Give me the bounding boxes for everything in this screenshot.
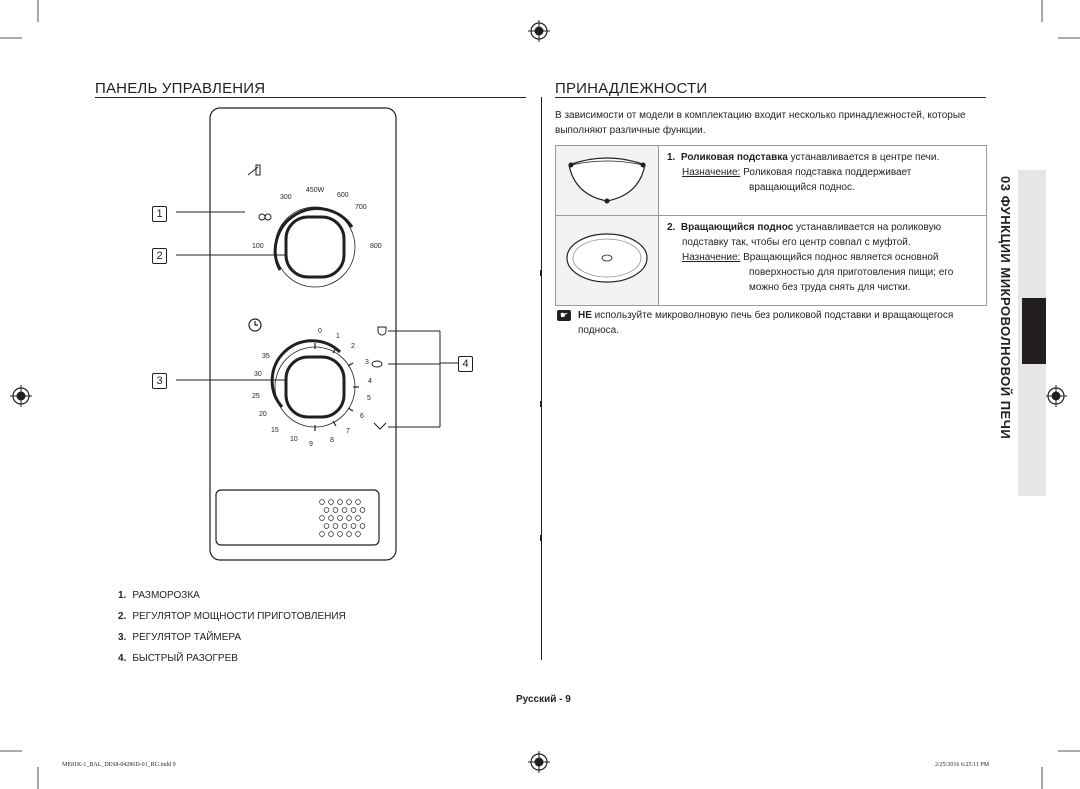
callout-4-bracket [388,330,458,428]
callout-2: 2 [152,248,167,264]
power-label: 600 [337,192,349,199]
grille-hole [337,515,343,521]
table-row: 2. Вращающийся поднос устанавливается на… [555,215,987,306]
timer-dial [270,339,359,431]
grille-hole [328,531,334,537]
timer-label: 3 [365,359,369,366]
note-text: НЕ используйте микроволновую печь без ро… [578,310,954,336]
heading-rule [95,97,526,98]
defrost-icon [258,213,272,221]
grille-hole [323,523,330,529]
roller-ring-image [555,145,659,216]
timer-label: 5 [367,395,371,402]
hand-pointer-icon: ☛ [557,310,571,321]
print-date: 2/25/2016 6:25:11 PM [935,762,990,768]
table-row: 1. Роликовая подставка устанавливается в… [555,145,987,216]
grille-hole [355,531,361,537]
grille-hole [346,515,352,521]
timer-label: 25 [252,393,260,400]
legend-list: 1.РАЗМОРОЗКА 2.РЕГУЛЯТОР МОЩНОСТИ ПРИГОТ… [118,590,346,674]
side-tab-marker [1022,298,1046,364]
control-panel-illustration [176,107,458,561]
power-label: 300 [280,194,292,201]
grille-hole [341,507,348,513]
clock-icon [248,318,262,332]
divider-marker [540,270,542,276]
legend-item: 3.РЕГУЛЯТОР ТАЙМЕРА [118,632,242,643]
legend-item: 1.РАЗМОРОЗКА [118,590,200,601]
timer-label: 7 [346,428,350,435]
timer-label: 20 [259,411,267,418]
grille-hole [350,507,357,513]
grille-hole [346,499,352,505]
item-description: 2. Вращающийся поднос устанавливается на… [658,215,987,306]
side-tab-chapter: 03 ФУНКЦИИ МИКРОВОЛНОВОЙ ПЕЧИ [998,176,1013,440]
grille-hole [319,499,325,505]
timer-label: 15 [271,427,279,434]
grille-hole [323,507,330,513]
grille-hole [341,523,348,529]
grille-hole [328,499,334,505]
grille-hole [355,515,361,521]
power-label: 100 [252,243,264,250]
section-heading-control-panel: ПАНЕЛЬ УПРАВЛЕНИЯ [95,80,266,97]
grille-hole [350,523,357,529]
intro-text: В зависимости от модели в комплектацию в… [555,110,966,136]
timer-label: 2 [351,343,355,350]
legend-item: 4.БЫСТРЫЙ РАЗОГРЕВ [118,653,238,664]
grille-hole [332,523,339,529]
power-label: 700 [355,204,367,211]
legend-item: 2.РЕГУЛЯТОР МОЩНОСТИ ПРИГОТОВЛЕНИЯ [118,611,346,622]
grille-hole [319,531,325,537]
timer-label: 6 [360,413,364,420]
timer-label: 9 [309,441,313,448]
timer-label: 4 [368,378,372,385]
quick-reheat-icons [371,326,387,430]
grille-hole [337,499,343,505]
turntable-image [555,215,659,306]
power-dial [273,206,356,288]
callout-3: 3 [152,373,167,389]
power-label: 800 [370,243,382,250]
grille-hole [328,515,334,521]
callout-4: 4 [458,356,473,372]
timer-label: 1 [336,333,340,340]
column-divider [541,97,542,660]
callout-1: 1 [152,206,167,222]
timer-label: 8 [330,437,334,444]
power-label: 450W [306,187,325,194]
page-number: Русский - 9 [516,694,571,705]
speaker-grille [215,489,380,546]
heading-rule [555,97,986,98]
grille-hole [337,531,343,537]
timer-label: 0 [318,328,322,335]
grille-hole [359,507,366,513]
grille-hole [355,499,361,505]
registration-mark-icon [10,385,32,407]
accessories-table: 1. Роликовая подставка устанавливается в… [555,145,987,306]
divider-marker [540,401,542,407]
registration-mark-icon [1045,385,1067,407]
divider-marker [540,535,542,541]
item-description: 1. Роликовая подставка устанавливается в… [658,145,987,216]
registration-mark-icon [528,20,550,42]
grille-hole [332,507,339,513]
section-heading-accessories: ПРИНАДЛЕЖНОСТИ [555,80,708,97]
file-name: ME81K-1_BAL_DE68-04286D-01_RU.indd 9 [62,762,176,768]
power-level-icon [247,164,261,176]
grille-hole [346,531,352,537]
timer-label: 35 [262,353,270,360]
registration-mark-icon [528,751,550,773]
timer-label: 30 [254,371,262,378]
timer-label: 10 [290,436,298,443]
grille-hole [319,515,325,521]
grille-hole [359,523,366,529]
